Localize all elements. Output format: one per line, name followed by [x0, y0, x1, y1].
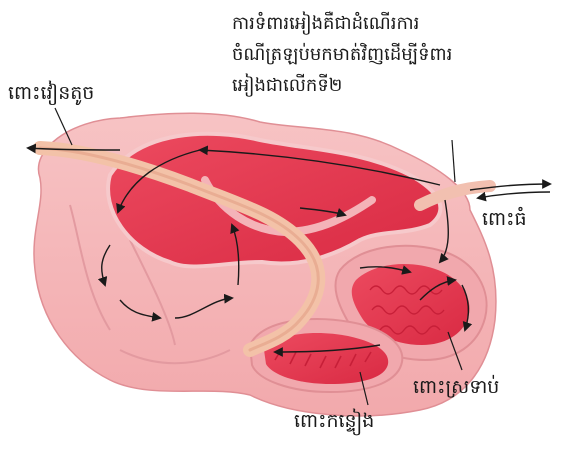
- label-rectum: ពោះស្រទាប់: [413, 376, 499, 400]
- caption-line-1: ការទំពារអៀងគឺជាដំណើរការ: [232, 8, 452, 39]
- label-small-stomach: ពោះវៀនតូច: [8, 82, 94, 106]
- flow-arrow: [478, 192, 550, 198]
- label-large-stomach: ពោះធំ: [482, 208, 527, 232]
- caption: ការទំពារអៀងគឺជាដំណើរការ ចំណីត្រឡប់មកមាត់…: [232, 8, 452, 101]
- label-colon: ពោះកន្ទៀង: [294, 410, 374, 434]
- leader-large: [452, 140, 455, 182]
- caption-line-2: ចំណីត្រឡប់មកមាត់វិញដើម្បីទំពារ: [232, 39, 452, 70]
- caption-line-3: អៀងជាលើកទី២: [232, 70, 452, 101]
